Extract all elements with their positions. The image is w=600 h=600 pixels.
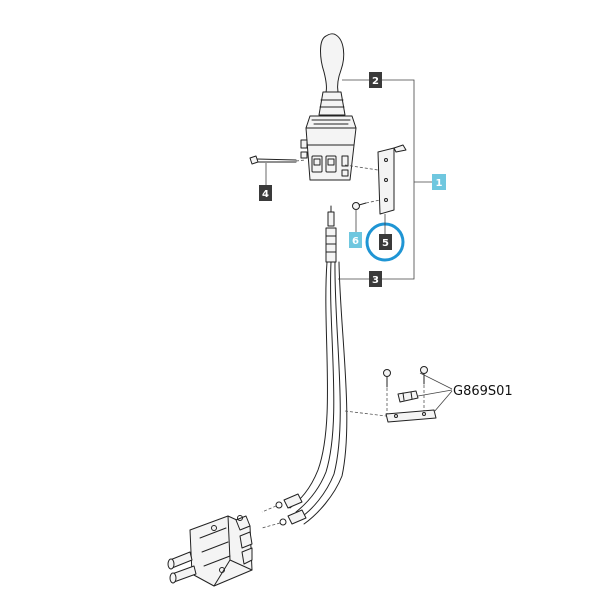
group-bracket-lines [338, 79, 432, 280]
reference-code-label[interactable]: G869S01 [453, 384, 513, 399]
bolt-part-4[interactable] [249, 155, 306, 187]
callout-4[interactable]: 4 [259, 185, 272, 201]
callout-1-label: 1 [436, 178, 443, 189]
callout-3-label: 3 [372, 275, 379, 286]
callout-6-label: 6 [352, 236, 359, 247]
mounting-bracket-part-5[interactable] [344, 144, 407, 215]
control-cables[interactable] [261, 205, 348, 529]
hydraulic-valve-block[interactable] [167, 515, 253, 587]
callout-4-label: 4 [262, 189, 269, 200]
callout-5-highlighted[interactable]: 5 [365, 214, 405, 262]
joystick-assembly[interactable] [300, 33, 357, 181]
bracket-kit-g869s01[interactable] [344, 366, 453, 423]
callout-3[interactable]: 3 [369, 271, 382, 287]
joystick-grip [320, 33, 345, 93]
callout-1[interactable]: 1 [432, 174, 446, 190]
joystick-boot [318, 91, 346, 116]
screw-part-6[interactable] [352, 199, 381, 232]
callout-2-label: 2 [372, 76, 379, 87]
callout-5-label: 5 [382, 238, 389, 249]
callout-6[interactable]: 6 [349, 232, 362, 248]
callout-2[interactable]: 2 [369, 72, 382, 88]
